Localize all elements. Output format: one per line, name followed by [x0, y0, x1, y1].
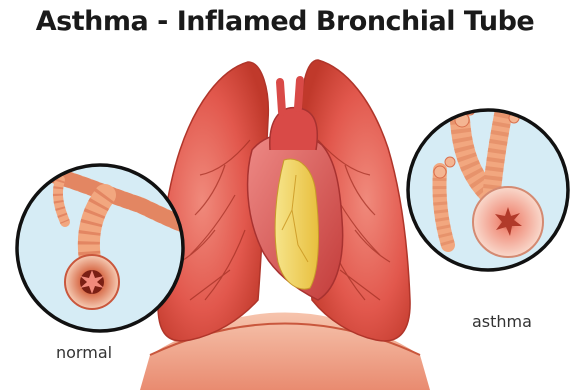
- asthma-bronchus-inset: [408, 98, 568, 270]
- normal-label: normal: [56, 343, 112, 362]
- asthma-label: asthma: [472, 312, 532, 331]
- normal-bronchus-inset: [17, 165, 185, 331]
- aorta: [275, 159, 318, 289]
- aorta-arch: [270, 108, 318, 150]
